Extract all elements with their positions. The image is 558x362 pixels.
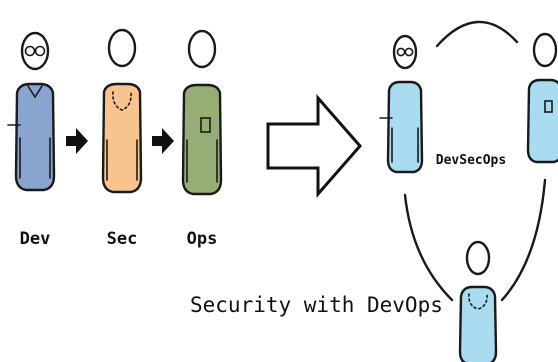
devsecops-security-figure [458, 240, 498, 362]
glasses-icon [396, 47, 414, 57]
devsecops-title: DevSecOps [436, 153, 506, 168]
devsecops-developer-figure [379, 34, 424, 174]
sec-figure [101, 28, 143, 194]
dev-body [14, 82, 56, 192]
ops-pocket [544, 100, 553, 113]
role-label-sec: Sec [107, 229, 138, 249]
role-label-ops: Ops [187, 229, 218, 249]
arrow-sec-to-ops [152, 128, 174, 154]
cycle-arcs [403, 20, 547, 302]
sec-body [101, 82, 143, 194]
ops-body [181, 83, 223, 196]
diagram-caption: Security with DevOps [190, 293, 443, 317]
transition-arrow-icon [266, 94, 362, 198]
devsecops-operations-figure [526, 32, 558, 164]
role-label-dev: Dev [20, 229, 51, 249]
arrow-dev-to-sec [66, 128, 88, 154]
dev-figure [7, 31, 56, 192]
glasses-icon [24, 45, 46, 57]
ops-pocket [200, 117, 211, 133]
ops-figure [181, 29, 223, 196]
